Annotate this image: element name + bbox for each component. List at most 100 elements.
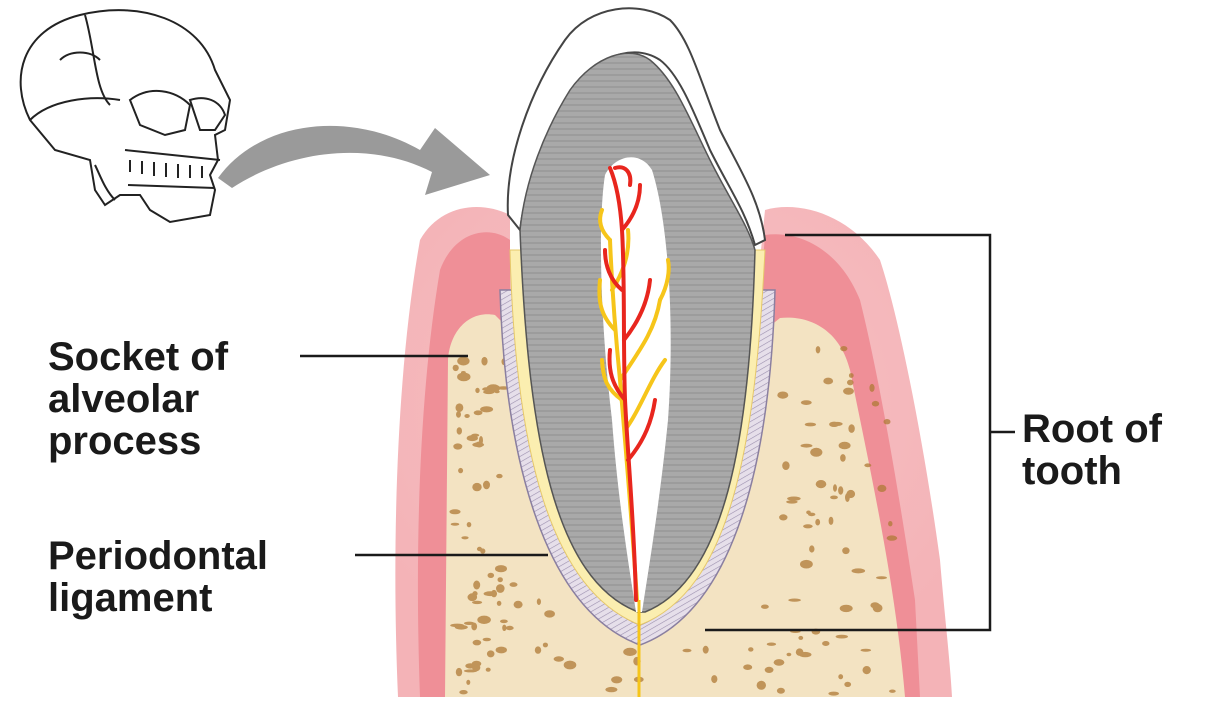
bone-spot [451, 523, 460, 526]
bone-spot [483, 390, 494, 394]
bone-spot [458, 468, 463, 473]
bone-spot [459, 690, 467, 694]
bone-spot [453, 365, 459, 371]
bone-spot [473, 640, 482, 646]
bone-spot [487, 650, 495, 657]
bone-spot [475, 388, 479, 393]
bone-spot [496, 647, 507, 654]
bone-spot [828, 692, 839, 696]
root-label-line-2: tooth [1022, 450, 1162, 492]
bone-spot [829, 422, 839, 427]
bone-spot [838, 486, 843, 494]
bone-spot [869, 384, 874, 392]
socket-label-line-1: Socket of [48, 336, 228, 378]
bone-spot [801, 444, 813, 448]
bone-spot [822, 641, 829, 646]
socket-label-line-3: process [48, 420, 228, 462]
bone-spot [805, 423, 816, 427]
bone-spot [456, 668, 462, 676]
bone-spot [554, 656, 564, 661]
bone-spot [497, 601, 502, 606]
periodontal-label: Periodontal ligament [48, 535, 268, 619]
bone-spot [787, 497, 801, 501]
socket-label-line-2: alveolar [48, 378, 228, 420]
bone-spot [496, 474, 502, 478]
bone-spot [457, 357, 469, 366]
bone-spot [537, 598, 541, 605]
bone-spot [774, 659, 785, 666]
bone-spot [464, 669, 477, 672]
bone-spot [849, 373, 854, 378]
bone-spot [605, 687, 617, 692]
bone-spot [468, 593, 478, 601]
bone-spot [500, 620, 508, 624]
bone-spot [483, 481, 490, 490]
bone-spot [843, 388, 854, 395]
bone-spot [456, 403, 464, 412]
bone-spot [502, 625, 506, 631]
bone-spot [510, 582, 518, 587]
bone-spot [864, 463, 871, 467]
bone-spot [467, 435, 478, 441]
bone-spot [782, 461, 789, 470]
bone-spot [703, 646, 709, 654]
bone-spot [803, 524, 813, 528]
bone-spot [473, 581, 480, 590]
bone-spot [481, 357, 487, 366]
bone-spot [842, 547, 849, 554]
bone-spot [889, 690, 896, 693]
bone-spot [799, 652, 812, 657]
bone-spot [863, 666, 871, 674]
bone-spot [483, 638, 491, 641]
bone-spot [810, 448, 822, 457]
bone-spot [829, 517, 834, 525]
bone-spot [806, 511, 811, 515]
bone-spot [743, 664, 752, 670]
bone-spot [449, 509, 460, 514]
bone-spot [788, 599, 801, 602]
bone-spot [564, 661, 577, 670]
bone-spot [847, 490, 856, 498]
bone-spot [876, 576, 887, 579]
bone-spot [488, 573, 495, 578]
bone-spot [800, 560, 813, 569]
bone-spot [471, 623, 477, 631]
bone-spot [816, 346, 821, 353]
bone-spot [498, 577, 503, 582]
bone-spot [457, 427, 462, 434]
bone-spot [872, 401, 879, 407]
socket-label: Socket of alveolar process [48, 336, 228, 462]
bone-spot [816, 480, 827, 488]
bone-spot [836, 635, 848, 639]
bone-spot [767, 643, 776, 646]
bone-spot [884, 419, 891, 424]
bone-spot [840, 605, 853, 612]
bone-spot [852, 568, 866, 573]
skull-icon [21, 10, 230, 222]
bone-spot [748, 647, 753, 651]
bone-spot [877, 485, 886, 492]
bone-spot [486, 668, 491, 672]
bone-spot [838, 674, 843, 679]
root-label-line-1: Root of [1022, 408, 1162, 450]
bone-spot [787, 653, 792, 656]
bone-spot [623, 648, 637, 656]
bone-spot [450, 624, 464, 628]
bone-spot [472, 661, 482, 667]
bone-spot [761, 605, 769, 609]
bone-spot [683, 649, 692, 653]
bone-spot [464, 414, 469, 418]
bone-spot [779, 514, 787, 520]
bone-spot [480, 406, 493, 412]
bone-spot [873, 604, 883, 612]
bone-spot [777, 392, 788, 399]
bone-spot [839, 442, 851, 450]
bone-spot [484, 591, 497, 596]
bone-spot [840, 346, 847, 351]
bone-spot [535, 646, 541, 653]
bone-spot [467, 522, 472, 527]
bone-spot [815, 519, 820, 526]
bone-spot [496, 584, 505, 593]
bone-spot [461, 371, 466, 374]
